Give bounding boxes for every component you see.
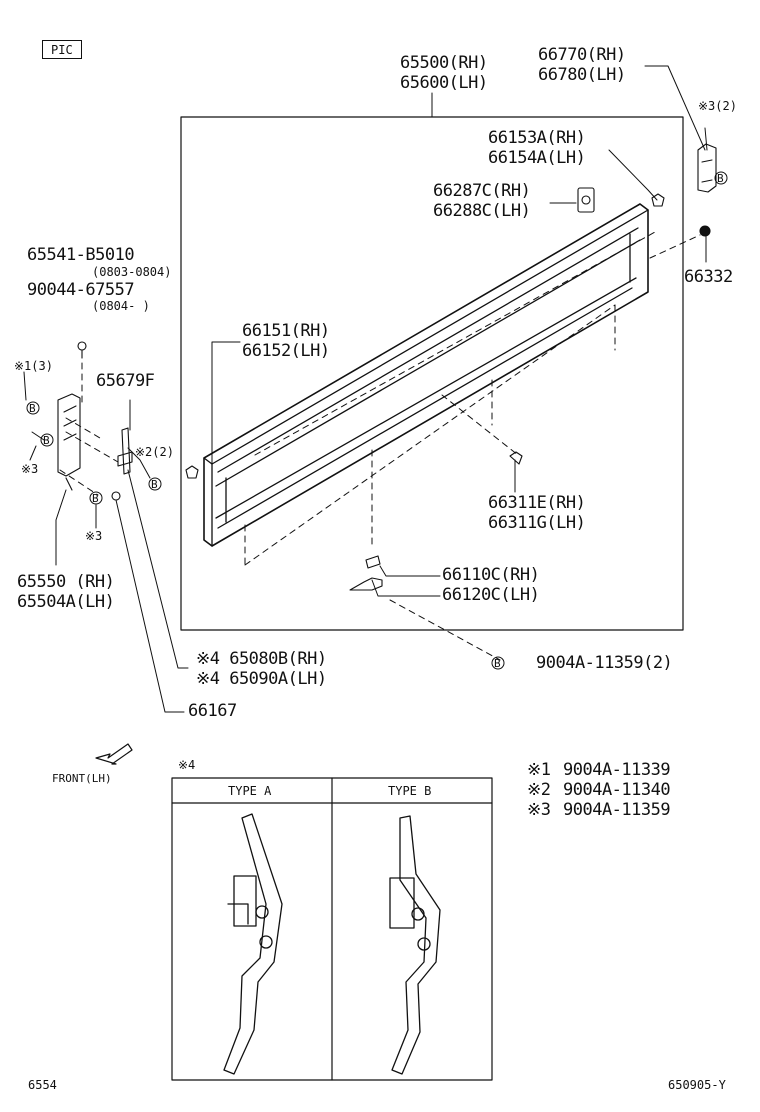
pic-tag: PIC [42,40,82,59]
legend-part-1: 9004A-11339 [563,760,671,780]
label-65500: 65500(RH) [400,53,488,73]
legend-mark-3: ※3 [527,800,551,820]
label-66152: 66152(LH) [242,341,330,361]
label-66154a: 66154A(LH) [488,148,586,168]
bolt-b-2: B [43,434,50,447]
small-parts [57,143,717,591]
legend-part-3: 9004A-11359 [563,800,671,820]
note-2-2: ※2(2) [135,445,174,459]
bolt-b-6: B [717,172,724,185]
date-0804: (0804- ) [92,299,150,313]
bolt-b-4: B [151,478,158,491]
label-66288c: 66288C(LH) [433,201,531,221]
label-66780: 66780(LH) [538,65,626,85]
type-table [171,777,493,1081]
note-3-2: ※3(2) [698,99,737,113]
legend-mark-1: ※1 [527,760,551,780]
front-label: FRONT(LH) [52,772,112,785]
note-3-left: ※3 [21,462,39,476]
bolt-circles [26,171,728,670]
hinge-type-a [223,813,283,1075]
label-66311g: 66311G(LH) [488,513,586,533]
label-66311e: 66311E(RH) [488,493,586,513]
footer-left: 6554 [28,1078,57,1092]
label-65679f: 65679F [96,371,155,391]
label-66153a: 66153A(RH) [488,128,586,148]
note-3-bottom: ※3 [85,529,103,543]
label-90044: 90044-67557 [27,280,135,300]
footer-right: 650905-Y [668,1078,726,1092]
bolt-b-5: B [494,657,501,670]
front-arrow [95,743,133,765]
label-65550: 65550 (RH) [17,572,115,592]
type-a-header: TYPE A [228,784,272,798]
label-65090a: ※4 65090A(LH) [196,669,327,689]
label-66151: 66151(RH) [242,321,330,341]
tailgate-panel [203,203,649,547]
bolt-b-1: B [29,402,36,415]
date-0803-0804: (0803-0804) [92,265,172,279]
label-66287c: 66287C(RH) [433,181,531,201]
note-1-3: ※1(3) [14,359,53,373]
label-65080b: ※4 65080B(RH) [196,649,327,669]
label-65504a: 65504A(LH) [17,592,115,612]
legend-mark-2: ※2 [527,780,551,800]
label-66167: 66167 [188,701,237,721]
label-65541: 65541-B5010 [27,245,135,265]
label-65600: 65600(LH) [400,73,488,93]
label-66332: 66332 [684,267,733,287]
dashed-assembly-lines [59,231,701,661]
bolt-b-3: B [92,492,99,505]
label-66770: 66770(RH) [538,45,626,65]
label-9004a-11359: 9004A-11359(2) [536,653,673,673]
note-4: ※4 [178,758,196,772]
hinge-type-b [389,815,441,1075]
label-66110c: 66110C(RH) [442,565,540,585]
legend-part-2: 9004A-11340 [563,780,671,800]
leader-lines [23,65,708,713]
label-66120c: 66120C(LH) [442,585,540,605]
assembly-frame [180,116,684,631]
type-b-header: TYPE B [388,784,432,798]
